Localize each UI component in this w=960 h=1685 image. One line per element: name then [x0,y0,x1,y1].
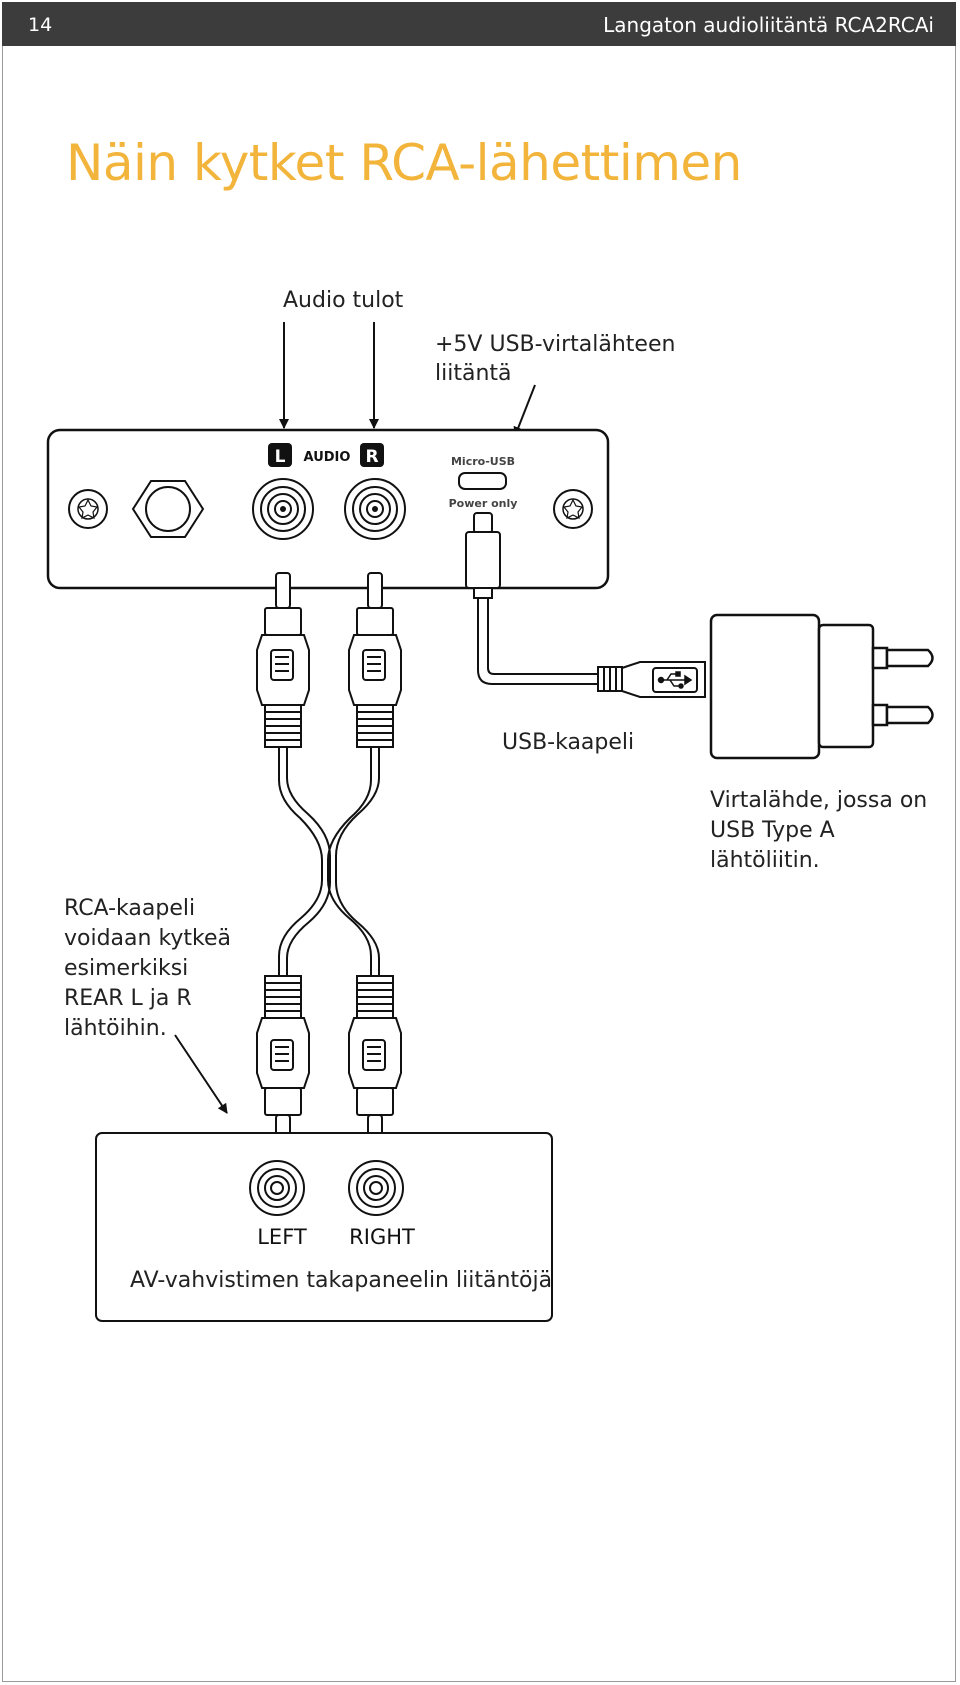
rca-output-arrow [174,1034,228,1114]
page-number: 14 [28,14,53,36]
amp-jack-right-icon [348,1160,404,1216]
header-bar: 14 Langaton audioliitäntä RCA2RCAi [2,2,956,46]
power-supply-icon [709,613,934,760]
rca-label-line2: voidaan kytkeä [64,926,232,951]
amp-left-label: LEFT [257,1225,307,1249]
antenna-nut-icon [131,480,205,538]
usb-cable-label: USB-kaapeli [502,730,635,755]
screw-left-icon [68,489,108,529]
rca-cable [256,572,402,1151]
l-badge [268,443,292,467]
power-only-label: Power only [449,497,518,510]
usb-icon [657,671,693,689]
r-badge-text: R [365,447,378,467]
micro-usb-port [458,472,507,490]
amplifier-panel: LEFT RIGHT [95,1132,553,1322]
document-title: Langaton audioliitäntä RCA2RCAi [603,13,934,37]
rca-label-line1: RCA-kaapeli [64,896,196,921]
l-badge-text: L [275,447,286,467]
screw-right-icon [553,489,593,529]
usb-power-label-line1: +5V USB-virtalähteen [435,332,676,357]
callout-arrows [174,322,536,1114]
page-title: Näin kytket RCA-lähettimen [66,134,742,192]
amp-panel-caption: AV-vahvistimen takapaneelin liitäntöjä [130,1268,553,1293]
rca-label-line3: esimerkiksi [64,956,189,981]
micro-usb-label: Micro-USB [451,455,515,468]
audio-inputs-label: Audio tulot [283,288,404,313]
rca-jack-l-icon [252,478,314,540]
power-supply-label-line3: lähtöliitin. [710,848,820,873]
r-badge [360,443,384,467]
usb-power-arrow [513,384,536,437]
rca-label-line5: lähtöihin. [64,1016,167,1041]
rca-jack-r-icon [344,478,406,540]
amp-right-label: RIGHT [349,1225,415,1249]
power-supply-label-line2: USB Type A [710,818,835,843]
usb-power-label-line2: liitäntä [435,361,512,386]
usb-cable [465,512,706,698]
rca-label-line4: REAR L ja R [64,986,192,1011]
power-supply-label-line1: Virtalähde, jossa on [710,788,928,813]
audio-label: AUDIO [304,450,351,465]
transmitter-panel: L AUDIO R Micro-USB Power only [46,428,610,590]
amp-jack-left-icon [249,1160,305,1216]
